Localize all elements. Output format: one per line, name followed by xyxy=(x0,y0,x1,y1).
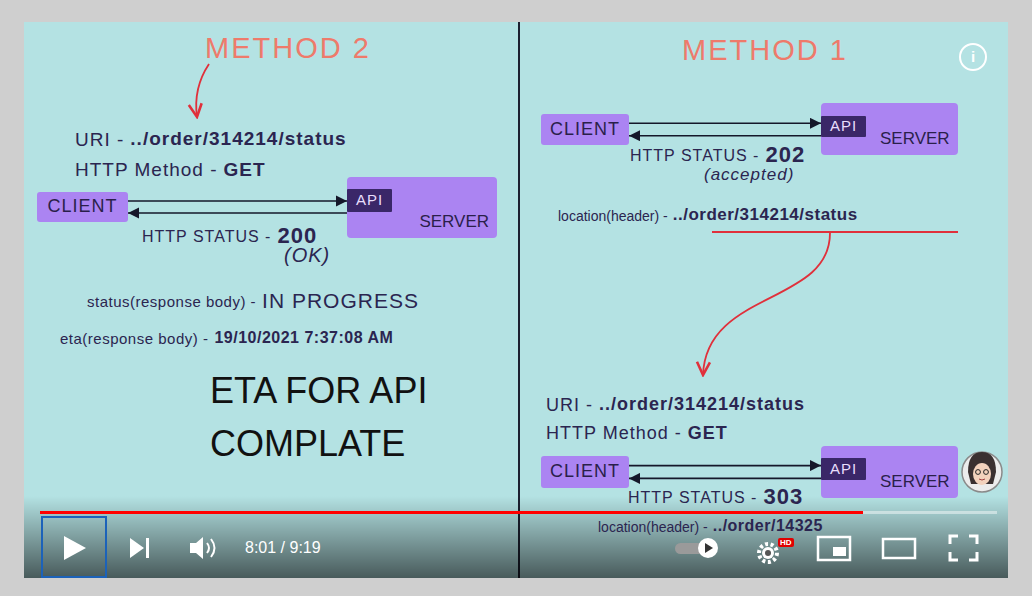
message-arrow xyxy=(629,123,821,125)
autoplay-knob xyxy=(698,538,718,558)
message-arrow xyxy=(629,478,821,480)
server-box: SERVER API xyxy=(347,177,497,238)
status-label: HTTP STATUS - xyxy=(142,228,271,246)
info-icon-text: i xyxy=(971,48,975,65)
api-label: API xyxy=(830,461,857,478)
settings-gear-hole xyxy=(765,550,771,556)
autoplay-play xyxy=(705,543,713,553)
api-box: API xyxy=(347,189,392,212)
next-icon xyxy=(130,538,144,558)
uri-path: ../order/314214/status xyxy=(673,205,858,225)
http-method: GET xyxy=(688,423,728,444)
controls-shade xyxy=(24,496,1008,578)
client-box: CLIENT xyxy=(541,456,629,488)
client-label: CLIENT xyxy=(47,197,117,217)
avatar-glasses xyxy=(984,470,989,475)
volume-wave xyxy=(211,539,215,557)
method-title: METHOD 2 xyxy=(205,32,371,65)
avatar-glasses xyxy=(976,470,981,475)
theater-icon xyxy=(883,539,915,558)
status-text: (OK) xyxy=(284,244,330,267)
client-box: CLIENT xyxy=(37,192,128,222)
client-label: CLIENT xyxy=(550,462,620,482)
server-label: SERVER xyxy=(419,213,489,232)
message-arrow xyxy=(128,212,347,214)
volume-icon xyxy=(190,537,203,559)
panel-divider xyxy=(518,22,520,578)
field-name: HTTP Method - xyxy=(75,159,218,181)
status-label: HTTP STATUS - xyxy=(630,147,759,165)
server-label: SERVER xyxy=(880,130,950,149)
uri-path: ../order/14325 xyxy=(713,517,823,535)
video-frame xyxy=(24,22,1008,578)
pointer-arrow xyxy=(196,64,209,117)
play-icon xyxy=(64,536,86,560)
method-title: METHOD 1 xyxy=(682,34,848,67)
avatar-mouth xyxy=(979,479,985,480)
info-icon xyxy=(960,44,986,70)
field-name: status(response body) - xyxy=(87,293,256,310)
time-display: 8:01 / 9:19 xyxy=(245,539,321,557)
uri-path: ../order/314214/status xyxy=(599,394,805,415)
miniplayer-inner xyxy=(833,547,846,556)
underline xyxy=(712,231,958,233)
eta-value: 19/10/2021 7:37:08 AM xyxy=(214,329,393,347)
message-arrow xyxy=(629,465,821,467)
pointer-arrow xyxy=(703,233,830,375)
uri-path: ../order/314214/status xyxy=(130,128,346,150)
settings-gear xyxy=(762,547,774,559)
client-box: CLIENT xyxy=(541,114,629,145)
field-name: URI - xyxy=(546,395,593,416)
annotation: ETA FOR API COMPLATE xyxy=(210,364,460,470)
status-value: IN PROGRESS xyxy=(262,289,419,313)
api-box: API xyxy=(821,458,866,480)
avatar-icon xyxy=(962,452,1002,492)
progress-played xyxy=(40,511,863,514)
miniplayer-icon xyxy=(818,537,850,560)
avatar-ring xyxy=(962,452,1002,492)
http-method: GET xyxy=(224,159,266,181)
status-text: (accepted) xyxy=(704,165,794,185)
api-label: API xyxy=(356,192,383,209)
api-box: API xyxy=(821,116,866,137)
settings-gear xyxy=(759,544,777,562)
server-box: SERVER API xyxy=(821,446,958,498)
server-box: SERVER API xyxy=(821,103,958,155)
status-code: 303 xyxy=(763,484,803,509)
next-icon-bar xyxy=(146,538,149,558)
avatar-face xyxy=(973,463,991,485)
field-name: eta(response body) - xyxy=(60,330,208,347)
avatar-hair xyxy=(968,452,996,484)
message-arrow xyxy=(128,200,347,202)
message-arrow xyxy=(629,135,821,137)
field-name: URI - xyxy=(75,129,124,151)
status-code: 202 xyxy=(765,142,805,167)
progress-track xyxy=(40,511,997,514)
api-label: API xyxy=(830,118,857,135)
fullscreen-icon xyxy=(950,536,977,560)
hd-badge: HD xyxy=(778,538,794,547)
field-name: HTTP Method - xyxy=(546,423,682,444)
focus-ring xyxy=(42,517,106,577)
status-label: HTTP STATUS - xyxy=(628,489,757,507)
volume-wave xyxy=(207,543,209,553)
header-name: location(header) - xyxy=(598,519,708,535)
header-name: location(header) - xyxy=(558,208,668,224)
client-label: CLIENT xyxy=(550,120,620,140)
server-label: SERVER xyxy=(880,473,950,492)
